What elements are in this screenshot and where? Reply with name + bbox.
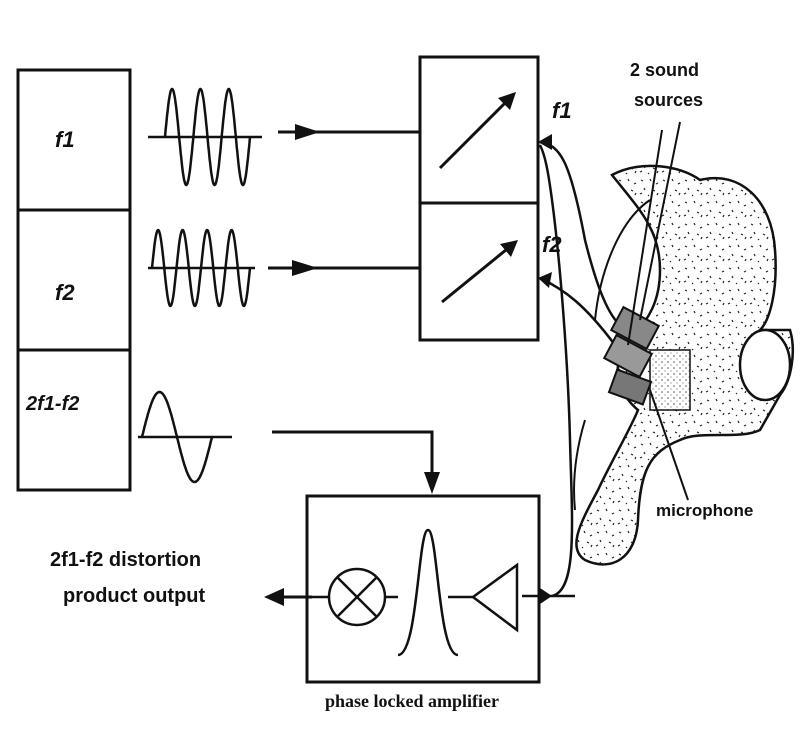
phase-locked-amplifier: [305, 494, 575, 684]
signal-generator: f1 f2 2f1-f2: [16, 68, 132, 492]
microphone-leader-line: [649, 389, 689, 501]
output-label-line1: 2f1-f2 distortion: [50, 549, 201, 571]
sources-leader-line: [639, 121, 681, 321]
sine-wave-icon: [148, 87, 262, 187]
attenuator-arrow-icon: [441, 240, 518, 304]
amplifier-label: phase locked amplifier: [325, 691, 499, 711]
mixer-icon: [327, 567, 387, 627]
sine-wave-icon: [138, 390, 232, 484]
reference-signal-arrow: [272, 430, 440, 494]
generator-label-2f1-f2: 2f1-f2: [25, 393, 79, 415]
sources-label-line2: sources: [634, 90, 703, 110]
sources-leader-line: [627, 129, 663, 346]
f1-signal-arrow: [278, 124, 420, 140]
bandpass-filter-icon: [397, 528, 459, 657]
generator-label-f2: f2: [55, 280, 75, 305]
output-label-line2: product output: [63, 585, 206, 607]
attenuator-box: [418, 55, 540, 342]
sine-wave-icon: [148, 228, 255, 308]
attenuator-arrow-icon: [438, 92, 516, 170]
microphone-label: microphone: [656, 501, 753, 520]
attenuator-label-f1: f1: [552, 98, 572, 123]
source-cables: [538, 134, 626, 598]
f2-signal-arrow: [268, 260, 420, 276]
generator-label-f1: f1: [55, 127, 75, 152]
sources-label-line1: 2 sound: [630, 60, 699, 80]
sound-source-probes: [602, 305, 661, 406]
output-arrow: [264, 588, 312, 606]
amplifier-triangle-icon: [470, 562, 519, 633]
